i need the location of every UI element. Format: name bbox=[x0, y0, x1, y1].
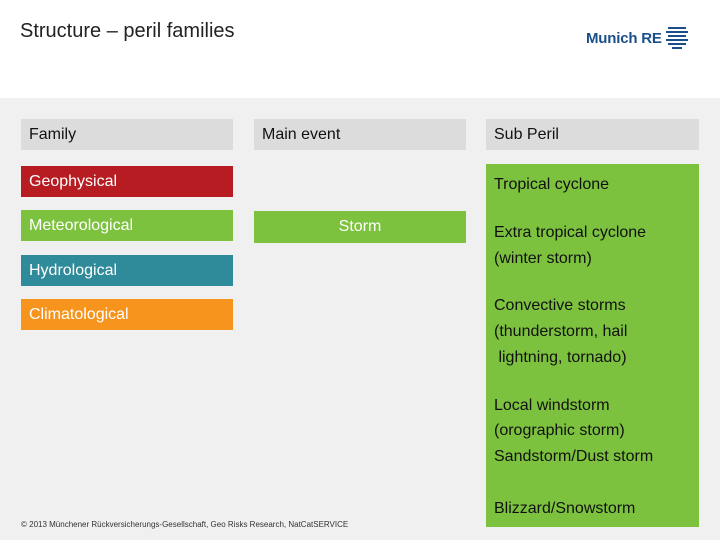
sub-peril-convective-storms-note-2: lightning, tornado) bbox=[494, 349, 627, 366]
main-event-storm: Storm bbox=[254, 211, 466, 243]
header-family: Family bbox=[21, 119, 233, 150]
sub-peril-extra-tropical-cyclone-note: (winter storm) bbox=[494, 250, 592, 267]
copyright-footer: © 2013 Münchener Rückversicherungs-Gesel… bbox=[21, 520, 349, 529]
slide-title: Structure – peril families bbox=[20, 20, 235, 42]
header-sub-peril: Sub Peril bbox=[486, 119, 699, 150]
munich-re-logo-icon bbox=[665, 27, 688, 49]
family-climatological: Climatological bbox=[21, 299, 233, 330]
sub-peril-blizzard: Blizzard/Snowstorm bbox=[494, 500, 636, 517]
header-main-event: Main event bbox=[254, 119, 466, 150]
munich-re-logo: Munich RE bbox=[586, 24, 688, 52]
family-geophysical: Geophysical bbox=[21, 166, 233, 197]
sub-peril-local-windstorm: Local windstorm bbox=[494, 397, 610, 414]
sub-peril-local-windstorm-note: (orographic storm) bbox=[494, 422, 625, 439]
sub-peril-extra-tropical-cyclone: Extra tropical cyclone bbox=[494, 224, 647, 241]
sub-peril-convective-storms: Convective storms bbox=[494, 297, 626, 314]
sub-peril-sandstorm: Sandstorm/Dust storm bbox=[494, 448, 654, 465]
logo-text: Munich RE bbox=[586, 29, 662, 47]
family-meteorological: Meteorological bbox=[21, 210, 233, 241]
sub-peril-tropical-cyclone: Tropical cyclone bbox=[494, 176, 610, 193]
sub-peril-convective-storms-note-1: (thunderstorm, hail bbox=[494, 323, 628, 340]
sub-peril-column bbox=[486, 164, 699, 527]
family-hydrological: Hydrological bbox=[21, 255, 233, 286]
